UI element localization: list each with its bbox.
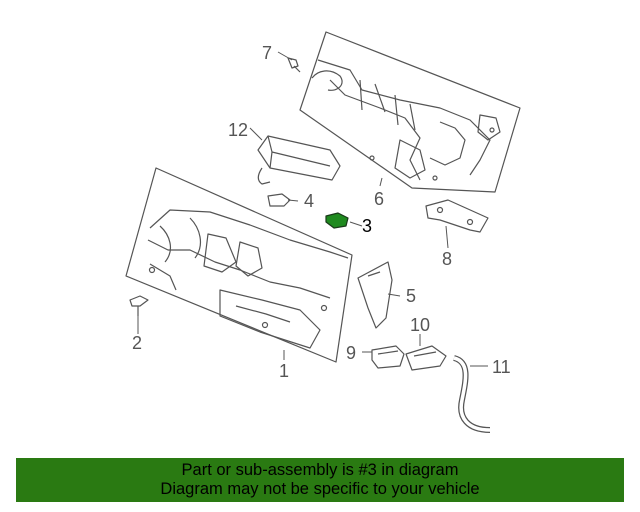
leader-lines (137, 51, 488, 367)
part-12-airbag (257, 135, 341, 185)
callout-12: 12 (228, 120, 249, 140)
part-10-connector (405, 345, 447, 371)
callout-10: 10 (410, 315, 431, 335)
part-5-side-cover (357, 261, 393, 329)
callout-1: 1 (279, 361, 290, 381)
part-9-block (371, 345, 405, 369)
callout-8: 8 (442, 249, 453, 269)
part-7-bolt (287, 57, 301, 73)
part-11-duct (452, 355, 491, 433)
callout-9: 9 (346, 343, 357, 363)
part-6-panel-frame (299, 31, 521, 193)
callout-4: 4 (304, 191, 315, 211)
banner-line-part: Part or sub-assembly is #3 in diagram (181, 461, 459, 479)
part-8-bracket (425, 199, 489, 233)
callout-2: 2 (132, 333, 143, 353)
callout-3: 3 (362, 216, 373, 236)
part-4-clip (267, 193, 291, 207)
callout-5: 5 (406, 286, 417, 306)
callout-7: 7 (262, 43, 273, 63)
part-2-bolt (129, 295, 149, 316)
info-banner: Part or sub-assembly is #3 in diagram Di… (16, 458, 624, 502)
part-1-instrument-panel (125, 167, 353, 363)
banner-line-disclaimer: Diagram may not be specific to your vehi… (160, 480, 480, 498)
part-3-clip-highlighted (325, 212, 349, 229)
callout-11: 11 (492, 357, 511, 377)
parts-diagram (125, 31, 521, 433)
callout-6: 6 (374, 189, 385, 209)
